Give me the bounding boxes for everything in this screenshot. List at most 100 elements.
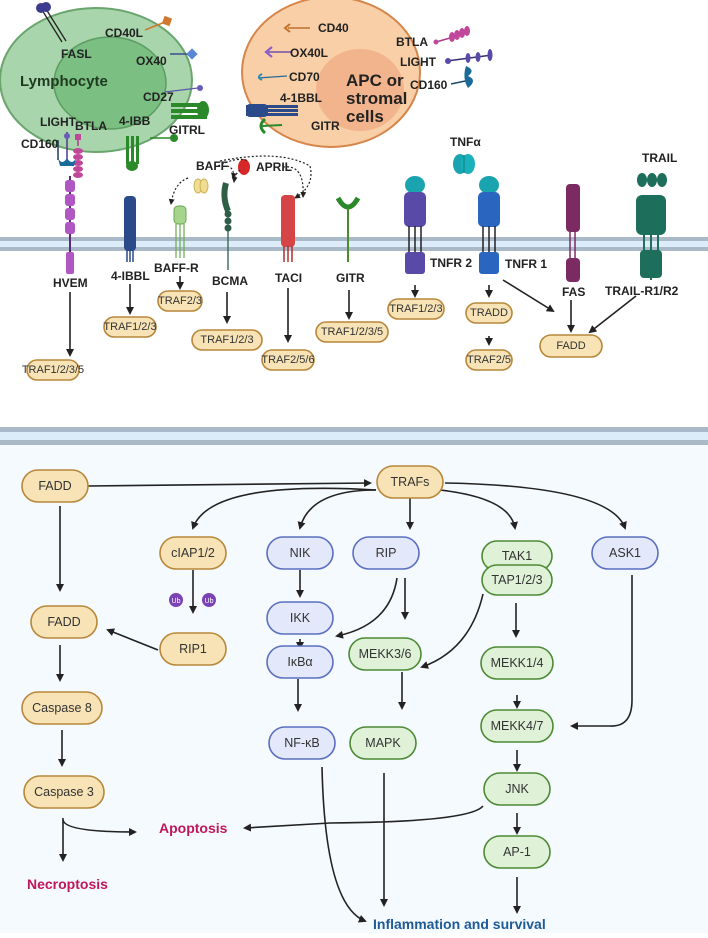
- node-ciap-label: cIAP1/2: [171, 546, 215, 560]
- label-btla-apc: BTLA: [396, 35, 428, 49]
- node-rip1-shape: [159, 632, 227, 666]
- node-nfkb-shape: [268, 726, 336, 760]
- receptor-label-fas: FAS: [562, 285, 585, 299]
- adaptor-tnfr2-shape: [387, 298, 445, 320]
- adaptor-tnfr1-traf: TRAF2/5: [465, 349, 513, 371]
- lymphocyte-cell: Lymphocyte: [0, 7, 193, 153]
- ox40l-icon: [264, 46, 273, 58]
- fasl-icon: [36, 2, 67, 43]
- apc-title-line2: stromal: [346, 89, 407, 108]
- node-ikba-label: IκBα: [287, 655, 312, 669]
- adaptor-baff-r: TRAF2/3: [157, 290, 203, 312]
- label-btla: BTLA: [75, 119, 107, 133]
- adaptor-fadd-shape: [539, 334, 603, 358]
- receptor-label-baff-r: BAFF-R: [154, 261, 199, 275]
- top-adaptor-arrows: [66, 276, 637, 357]
- receptor-4-1bb: [124, 196, 136, 262]
- ox40-icon: [186, 48, 198, 60]
- node-casp3-label: Caspase 3: [34, 785, 94, 799]
- outcome-inflammation-survival: Inflammation and survival: [373, 916, 546, 932]
- apc-title-line1: APC or: [346, 71, 404, 90]
- node-nik-shape: [266, 536, 334, 570]
- adaptor-tnfr2: TRAF1/2/3: [387, 298, 445, 320]
- outcome-apoptosis: Apoptosis: [159, 820, 228, 836]
- adaptor-gitr: TRAF1/2/3/5: [315, 321, 389, 343]
- node-rip: RIP: [352, 536, 420, 570]
- node-tap-shape: [481, 564, 553, 596]
- node-ikba: IκBα: [266, 645, 334, 679]
- adaptor-gitr-label: TRAF1/2/3/5: [321, 326, 383, 338]
- label-gitrl: GITRL: [169, 123, 205, 137]
- adaptor-hvem: TRAF1/2/3/5: [22, 359, 84, 381]
- label-baff: BAFF: [196, 159, 228, 173]
- receptor-label-hvem: HVEM: [53, 276, 88, 290]
- 4-1bbl-trimer-icon: [246, 104, 298, 117]
- gitrl-icon: [170, 134, 178, 142]
- baff-trimer-icon: [193, 178, 209, 194]
- node-nik-label: NIK: [290, 546, 312, 560]
- pathway-arrows: [56, 479, 633, 923]
- node-casp8-shape: [21, 691, 103, 725]
- node-tak1-label: TAK1: [502, 549, 532, 563]
- node-nik: NIK: [266, 536, 334, 570]
- receptor-label-trail-r: TRAIL-R1/R2: [605, 284, 679, 298]
- node-fadd1-label: FADD: [38, 479, 71, 493]
- lymphocyte-title: Lymphocyte: [20, 73, 108, 90]
- trail-trimer-icon: [637, 173, 667, 187]
- node-trafs-shape: [376, 465, 444, 499]
- receptor-label-4-1bb: 4-IBBL: [111, 269, 150, 283]
- receptor-taci: [281, 195, 295, 262]
- receptor-gitr: [335, 196, 361, 262]
- adaptor-taci-label: TRAF2/5/6: [261, 354, 314, 366]
- node-ask1-shape: [591, 536, 659, 570]
- adaptor-taci-shape: [261, 349, 315, 371]
- adaptor-4-1bb-label: TRAF1/2/3: [103, 321, 156, 333]
- node-mekk36: MEKK3/6: [348, 637, 422, 671]
- apc-ligands: CD40 OX40L CD70 4-1BBL GITR BTLA LIGHT C…: [246, 21, 493, 135]
- node-nfkb-label: NF-κB: [284, 736, 319, 750]
- cytoplasm-background: [0, 427, 708, 933]
- label-cd27: CD27: [143, 90, 174, 104]
- adaptor-baff-r-shape: [157, 290, 203, 312]
- ubiquitin-icon: [169, 593, 183, 607]
- node-ciap-shape: [159, 536, 227, 570]
- node-mekk47-label: MEKK4/7: [491, 719, 544, 733]
- node-tak1: TAK1: [481, 540, 553, 572]
- node-tap: TAP1/2/3: [481, 564, 553, 596]
- node-rip-label: RIP: [376, 546, 397, 560]
- node-fadd2-shape: [30, 605, 98, 639]
- node-jnk-label: JNK: [505, 782, 529, 796]
- cd70-icon: [258, 73, 263, 81]
- receptor-tnfr1: [478, 176, 500, 274]
- top-adaptor-pills: TRAF1/2/3/5TRAF1/2/3TRAF2/3TRAF1/2/3TRAF…: [22, 290, 603, 381]
- label-light-apc: LIGHT: [400, 55, 437, 69]
- baff-april-dotted-arrows: [168, 155, 312, 205]
- node-mapk-shape: [349, 726, 417, 760]
- adaptor-gitr-shape: [315, 321, 389, 343]
- node-ikba-shape: [266, 645, 334, 679]
- node-casp8: Caspase 8: [21, 691, 103, 725]
- label-4ibb: 4-IBB: [119, 114, 151, 128]
- adaptor-taci: TRAF2/5/6: [261, 349, 315, 371]
- adaptor-tnfr1-traf-shape: [465, 349, 513, 371]
- node-mapk: MAPK: [349, 726, 417, 760]
- node-ikk-label: IKK: [290, 611, 311, 625]
- receptor-baff-r: [173, 205, 187, 258]
- april-trimer-icon: [238, 159, 250, 175]
- outcome-necroptosis: Necroptosis: [27, 876, 108, 892]
- adaptor-tnfr2-label: TRAF1/2/3: [389, 303, 442, 315]
- btla-icon: [73, 134, 83, 178]
- node-rip1: RIP1: [159, 632, 227, 666]
- node-fadd1: FADD: [21, 469, 89, 503]
- node-jnk-shape: [483, 772, 551, 806]
- adaptor-bcma: TRAF1/2/3: [191, 329, 263, 351]
- adaptor-tnfr1-label: TRADD: [470, 307, 508, 319]
- node-jnk: JNK: [483, 772, 551, 806]
- ubiquitin-icon: [202, 593, 216, 607]
- node-nfkb: NF-κB: [268, 726, 336, 760]
- label-cd160-apc: CD160: [410, 78, 448, 92]
- ubiquitin-label: Ub: [205, 598, 214, 605]
- receptor-label-bcma: BCMA: [212, 274, 248, 288]
- cd160-apc-icon: [450, 66, 473, 88]
- label-april: APRIL: [256, 160, 292, 174]
